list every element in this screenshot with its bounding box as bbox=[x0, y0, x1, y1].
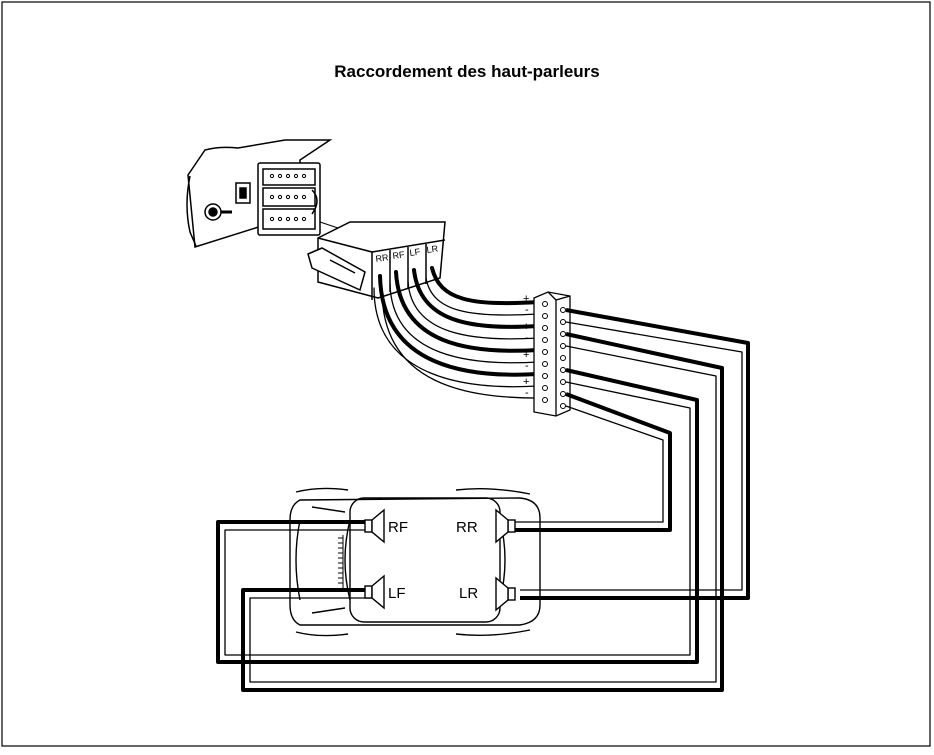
plug-label-rf: RF bbox=[392, 249, 406, 261]
polarity-2: - bbox=[525, 304, 529, 316]
plug-wires bbox=[373, 266, 540, 399]
speaker-front-left bbox=[364, 574, 385, 610]
polarity-6: - bbox=[525, 360, 529, 372]
speaker-front-right bbox=[364, 508, 385, 544]
speaker-label-lr: LR bbox=[459, 585, 478, 602]
plug-label-rr: RR bbox=[375, 252, 390, 264]
terminal-block bbox=[533, 291, 571, 417]
speaker-label-rr: RR bbox=[456, 519, 478, 536]
polarity-1: + bbox=[523, 293, 529, 305]
speaker-rear-right bbox=[495, 508, 516, 544]
plug-label-lf: LF bbox=[409, 247, 421, 258]
polarity-7: + bbox=[523, 376, 529, 388]
plug-label-lr: LR bbox=[426, 243, 439, 255]
diagram-title: Raccordement des haut-parleurs bbox=[334, 62, 600, 81]
speaker-wires bbox=[216, 308, 750, 692]
car-outline bbox=[289, 487, 541, 637]
polarity-5: + bbox=[523, 349, 529, 361]
polarity-3: + bbox=[523, 321, 529, 333]
speaker-labels: RF RR LF LR bbox=[388, 519, 478, 602]
speaker-plug bbox=[307, 221, 446, 300]
polarity-labels: + - + - + - + - bbox=[523, 293, 529, 399]
polarity-4: - bbox=[525, 332, 529, 344]
polarity-8: - bbox=[525, 387, 529, 399]
speaker-label-rf: RF bbox=[388, 519, 408, 536]
plug-labels: RR RF LF LR bbox=[375, 243, 439, 264]
head-unit bbox=[186, 139, 333, 248]
speaker-label-lf: LF bbox=[388, 585, 406, 602]
speaker-rear-left bbox=[495, 576, 516, 612]
